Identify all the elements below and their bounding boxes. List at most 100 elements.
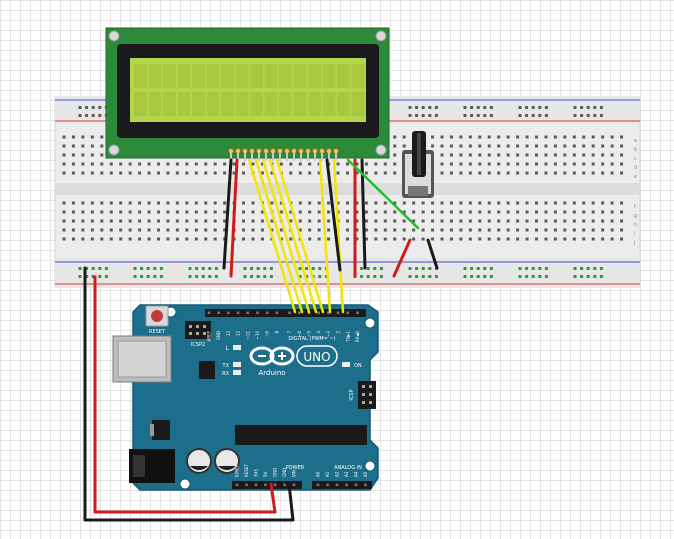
wire-yellow-1[interactable] [247,158,297,314]
icsp2-label: ICSP2 [191,342,205,348]
digital-pin[interactable] [265,311,269,315]
analog-pin[interactable] [354,483,358,487]
wire-red-5v[interactable] [93,275,277,514]
lcd-pin-leg [244,151,246,161]
breadboard-hole [582,201,586,205]
rail-hole [531,106,535,109]
breadboard-hole [242,201,246,205]
power-pin[interactable] [292,483,296,487]
digital-pin[interactable] [217,311,220,315]
breadboard-hole [478,219,482,223]
wire-black-pot[interactable] [426,238,439,270]
digital-pin[interactable] [317,311,320,315]
digital-pin[interactable] [356,311,359,315]
digital-pin[interactable] [246,311,250,315]
breadboard-hole [563,162,567,166]
digital-pin-label: TX▶1 [345,331,350,343]
analog-pin[interactable] [345,483,348,487]
analog-pin[interactable] [326,483,329,487]
potentiometer[interactable] [402,131,434,198]
wire-yellow-7[interactable] [332,158,345,314]
lcd-char-cell [192,92,205,116]
analog-pin[interactable] [316,483,320,487]
breadboard-hole [506,135,510,139]
wire-black-gnd[interactable] [83,266,295,522]
power-pin[interactable] [273,483,277,487]
power-pin[interactable] [254,483,258,487]
power-pin[interactable] [245,483,248,487]
breadboard-hole [251,201,255,205]
rail-hole [593,275,597,278]
wire-yellow-4[interactable] [268,158,318,314]
breadboard-hole [138,210,142,214]
wire-red-pot[interactable] [392,238,412,278]
breadboard-hole [440,219,444,223]
lcd-char-cell [163,92,176,116]
digital-pin[interactable] [327,311,330,315]
power-pin[interactable] [235,483,239,487]
digital-pin[interactable] [336,311,340,315]
breadboard-hole [468,201,472,205]
breadboard-hole [506,228,510,232]
rail-hole [133,275,137,278]
breadboard-hole [582,162,586,166]
wire-black-lcd-backlight[interactable] [360,158,367,270]
breadboard-hole [175,237,179,241]
wire-red-lcd-vcc[interactable] [229,158,239,278]
breadboard-hole [516,144,520,148]
breadboard-hole [412,228,416,232]
rail-hole [256,275,260,278]
breadboard-hole [279,210,283,214]
power-header [232,481,302,489]
breadboard-hole [251,219,255,223]
breadboard-hole [431,144,435,148]
breadboard-hole [449,210,453,214]
digital-pin[interactable] [288,311,291,315]
breadboard-hole [440,210,444,214]
breadboard-hole [544,228,548,232]
rail-hole [434,275,438,278]
rail-hole [250,275,254,278]
digital-pin[interactable] [256,311,259,315]
breadboard-row-letter: i [634,231,635,237]
digital-pin[interactable] [298,311,301,315]
breadboard-hole [591,135,595,139]
digital-pin[interactable] [227,311,230,315]
breadboard-hole [468,237,472,241]
breadboard-hole [449,144,453,148]
digital-pin[interactable] [236,311,240,315]
analog-pin[interactable] [364,483,367,487]
breadboard-hole [393,144,397,148]
wire-black-lcd-gnd[interactable] [222,158,233,270]
power-pin-label: IOREF [235,464,240,477]
power-pin[interactable] [283,483,286,487]
breadboard-hole [402,219,406,223]
breadboard-hole [506,237,510,241]
rail-hole [366,267,370,270]
breadboard-hole [128,162,132,166]
breadboard-hole [487,210,491,214]
digital-pin[interactable] [346,311,350,315]
analog-pin[interactable] [335,483,339,487]
breadboard-hole [440,135,444,139]
breadboard-hole [572,162,576,166]
wire-black-lcd-rw[interactable] [325,158,342,272]
breadboard-hole [591,201,595,205]
digital-pin[interactable] [275,311,279,315]
digital-pin[interactable] [207,311,211,315]
breadboard-hole [109,210,113,214]
power-pin[interactable] [264,483,267,487]
breadboard-hole [440,228,444,232]
breadboard-hole [487,201,491,205]
wire-yellow-2[interactable] [254,158,304,314]
wire-yellow-5[interactable] [275,158,325,314]
breadboard-hole [355,171,359,175]
breadboard-hole [242,228,246,232]
breadboard-hole [355,210,359,214]
wire-yellow-3[interactable] [261,158,311,314]
breadboard-hole [449,162,453,166]
breadboard-hole [393,201,397,205]
wire-green-contrast[interactable] [346,158,420,230]
wire-yellow-6[interactable] [318,158,332,314]
lcd-char-cell [134,64,147,88]
